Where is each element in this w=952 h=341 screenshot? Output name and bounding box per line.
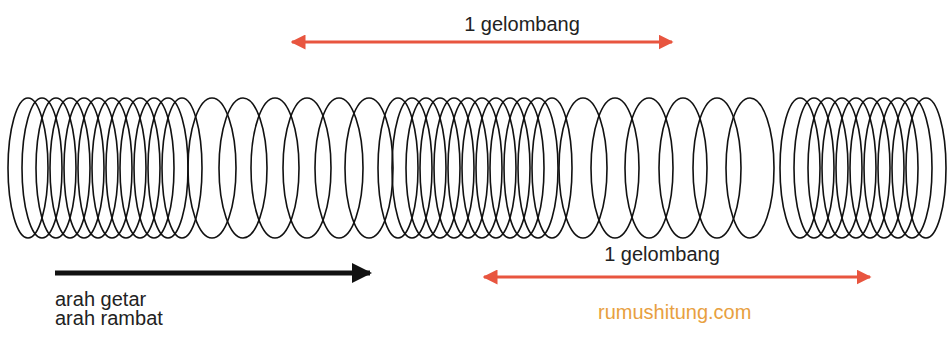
direction-label: arah getar — [55, 289, 146, 309]
spring-coil — [726, 98, 774, 238]
spring-coil — [345, 98, 393, 238]
spring-coil — [559, 98, 607, 238]
spring-coil — [162, 98, 202, 238]
direction-arrow — [55, 271, 370, 276]
spring-coil — [906, 98, 946, 238]
wavelength-arrow — [292, 41, 672, 44]
wavelength-label: 1 gelombang — [604, 244, 720, 264]
direction-label: arah rambat — [55, 308, 163, 328]
spring-coil — [219, 98, 267, 238]
wavelength-arrow — [484, 276, 870, 279]
spring-coil — [188, 98, 236, 238]
spring-coil — [283, 98, 331, 238]
spring-coil — [693, 98, 741, 238]
spring-coil — [251, 98, 299, 238]
slinky-spring — [8, 98, 946, 238]
wavelength-label: 1 gelombang — [464, 14, 580, 34]
spring-coil — [315, 98, 363, 238]
watermark: rumushitung.com — [598, 302, 751, 322]
